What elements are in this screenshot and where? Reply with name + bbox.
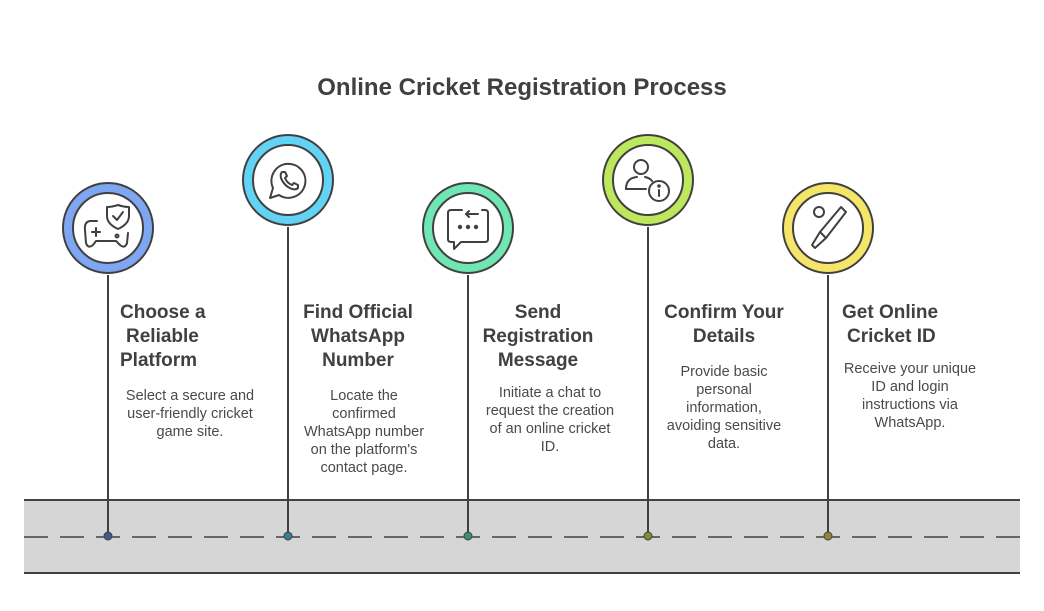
step-4-description-line: data. (707, 436, 741, 452)
step-5-title-line: Get Online (842, 302, 939, 323)
step-5-description-line: ID and login (871, 379, 949, 395)
page-title: Online Cricket Registration Process (317, 74, 727, 101)
step-3-title-line: Registration (482, 326, 594, 347)
step-3-description-line: of an online cricket (489, 421, 611, 437)
step-5-inner-circle (792, 192, 864, 264)
step-1-title-line: Platform (120, 350, 198, 371)
step-4 (602, 134, 694, 541)
step-2-description: Locate the confirmed WhatsApp number on … (296, 387, 432, 477)
step-4-description-line: Provide basic (680, 364, 768, 380)
step-5-marker-dot (823, 531, 833, 541)
step-3-description-line: Initiate a chat to (498, 385, 602, 401)
chat-message-icon (447, 209, 489, 250)
step-2-inner-circle (252, 144, 324, 216)
step-1-title: Choose a Reliable Platform (120, 301, 215, 373)
step-2-description-line: confirmed (332, 406, 396, 422)
step-1-title-line: Reliable (126, 326, 199, 347)
step-3-title: Send Registration Message (476, 301, 600, 373)
step-3-title-line: Message (497, 350, 579, 371)
step-4-title: Confirm Your Details (656, 301, 792, 349)
step-1-description-line: game site. (156, 424, 224, 440)
cricket-bat-icon (811, 206, 847, 249)
step-1-marker-dot (103, 531, 113, 541)
step-2-title: Find Official WhatsApp Number (296, 301, 420, 373)
step-1-description-line: user-friendly cricket (127, 406, 253, 422)
step-4-description-line: avoiding sensitive (666, 418, 782, 434)
step-1-description: Select a secure and user-friendly cricke… (116, 387, 264, 441)
step-1 (62, 182, 154, 541)
step-3-title-line: Send (514, 302, 562, 323)
step-1-title-line: Choose a (120, 302, 206, 323)
step-1-inner-circle (72, 192, 144, 264)
step-5-description-line: WhatsApp. (874, 415, 946, 431)
step-2-description-line: WhatsApp number (303, 424, 425, 440)
step-4-description-line: information, (686, 400, 762, 416)
step-2-marker-dot (283, 531, 293, 541)
step-4-title-line: Confirm Your (664, 302, 784, 323)
step-2-description-line: on the platform's (310, 442, 418, 458)
step-2-title-line: Find Official (303, 302, 413, 323)
whatsapp-icon (269, 162, 307, 199)
gamepad-shield-icon (83, 204, 130, 248)
step-5 (782, 182, 874, 541)
step-2-title-line: Number (322, 350, 394, 371)
step-4-marker-dot (643, 531, 653, 541)
step-5-description-line: instructions via (862, 397, 958, 413)
step-5-title-line: Cricket ID (847, 326, 936, 347)
step-4-inner-circle (612, 144, 684, 216)
step-5-description-line: Receive your unique (843, 361, 977, 377)
step-3-description-line: ID. (540, 439, 560, 455)
step-1-description-line: Select a secure and (125, 388, 255, 404)
step-3-description: Initiate a chat to request the creation … (476, 384, 624, 456)
step-4-description: Provide basic personal information, avoi… (656, 363, 792, 453)
step-2-description-line: contact page. (320, 460, 408, 476)
step-4-title-line: Details (692, 326, 756, 347)
step-5-title: Get Online Cricket ID (842, 301, 952, 349)
step-4-description-line: personal (696, 382, 752, 398)
step-3-marker-dot (463, 531, 473, 541)
step-3-description-line: request the creation (485, 403, 615, 419)
step-3 (422, 182, 514, 541)
step-5-description: Receive your unique ID and login instruc… (836, 360, 984, 432)
step-2-title-line: WhatsApp (311, 326, 405, 347)
user-info-icon (625, 159, 670, 202)
step-2 (242, 134, 334, 541)
step-2-description-line: Locate the (330, 388, 398, 404)
